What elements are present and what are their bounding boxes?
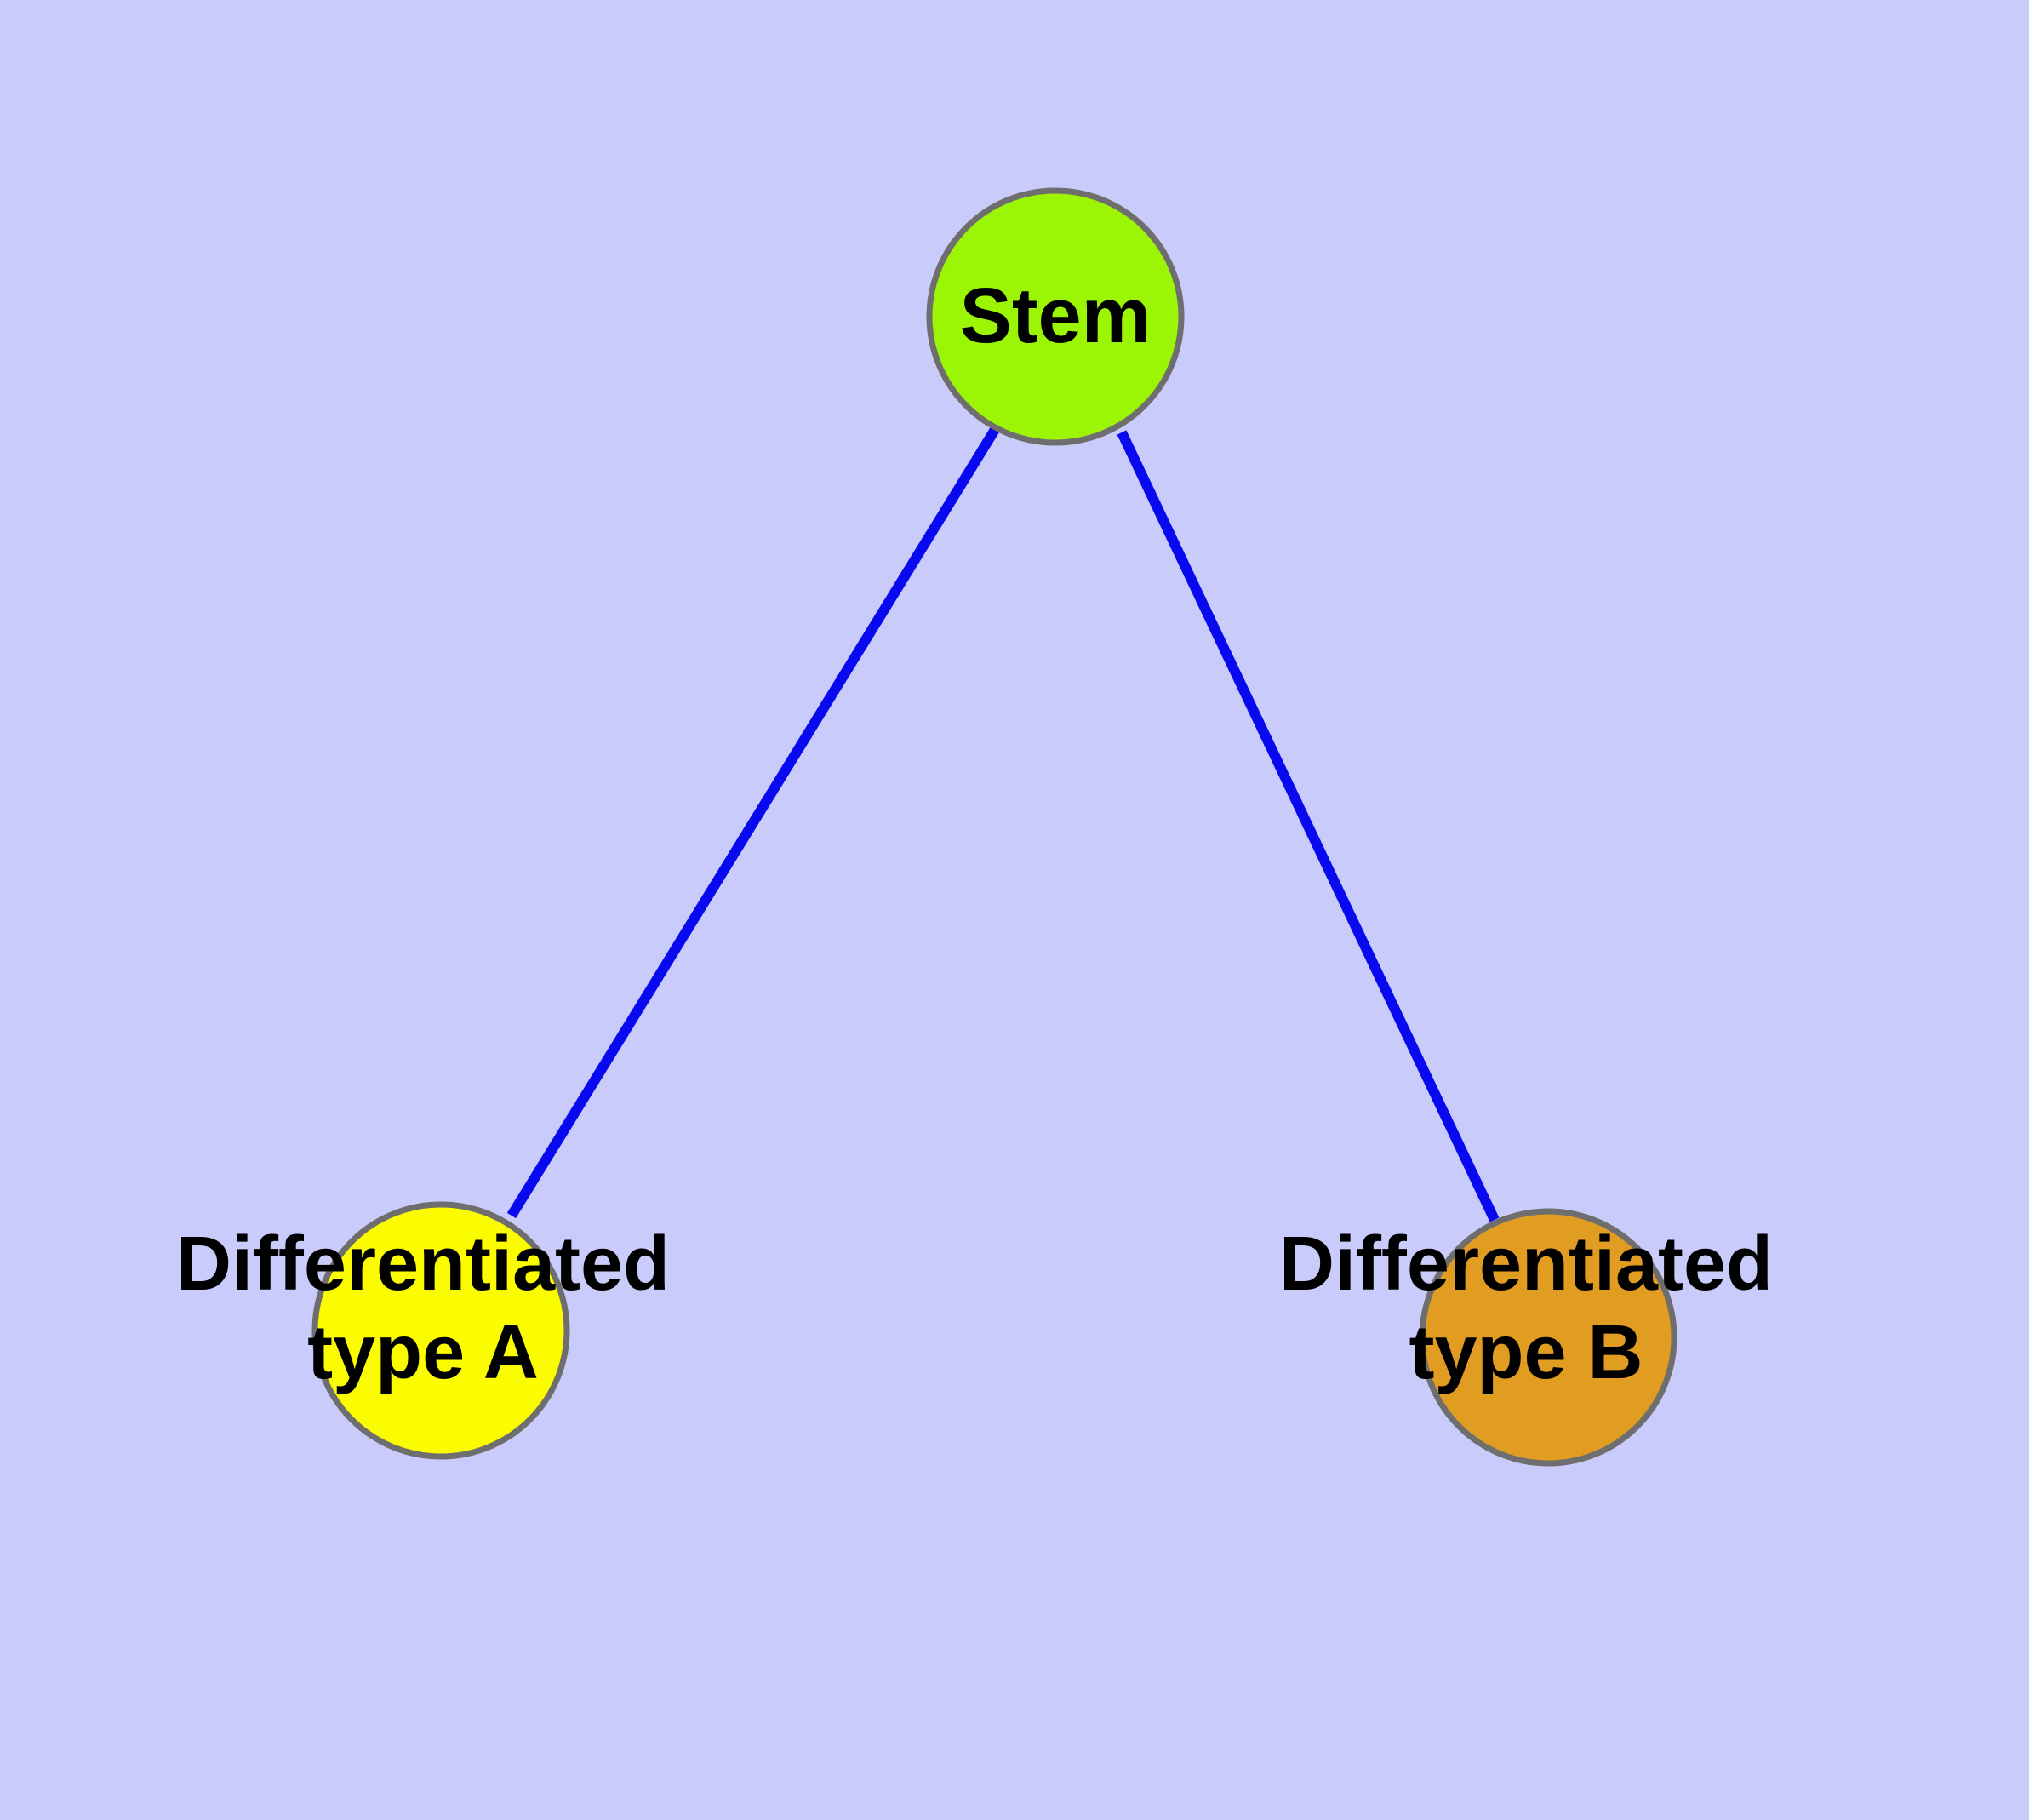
edges-layer [506,425,1500,1222]
node-stem[interactable] [926,187,1185,446]
node-label-line: type B [1409,1310,1643,1395]
node-label-line: Stem [960,272,1152,359]
node-label-line: Differentiated [1279,1222,1773,1307]
node-label-line: type A [307,1310,539,1395]
node-label-stem: Stem [960,272,1152,359]
edge-stem-to-diff-b[interactable] [1117,430,1500,1222]
nodes-layer [311,187,1677,1467]
edge-stem-to-diff-a[interactable] [506,425,1001,1219]
node-diff_a[interactable] [311,1201,570,1460]
node-diff_b[interactable] [1419,1208,1677,1467]
node-label-line: Differentiated [176,1222,670,1307]
